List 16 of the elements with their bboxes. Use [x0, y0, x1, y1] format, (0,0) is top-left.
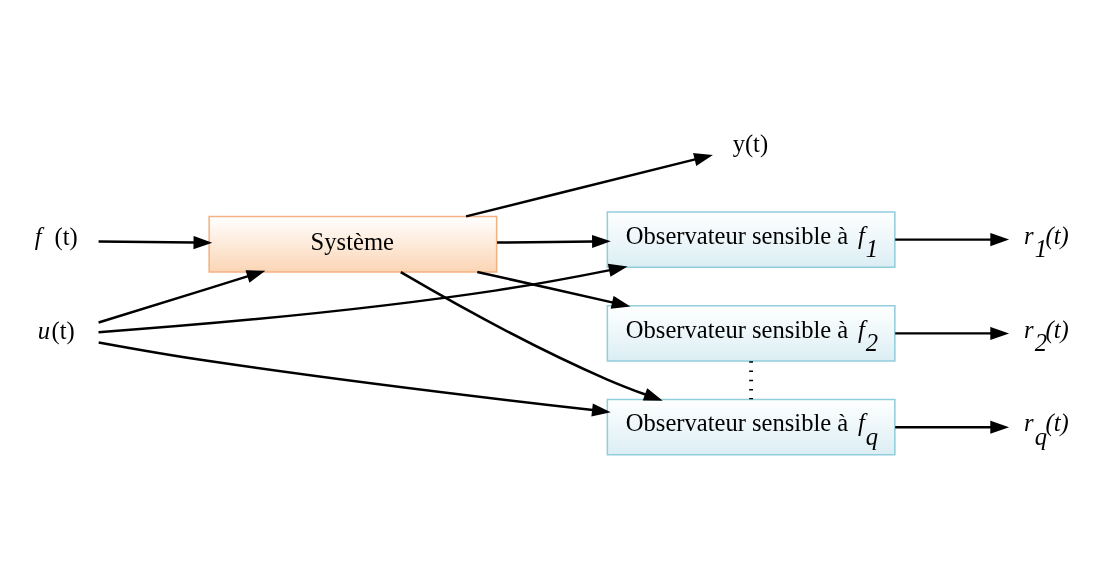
arrow	[895, 233, 1010, 247]
arrow	[98, 341, 611, 417]
arrow	[497, 234, 611, 249]
arrow	[465, 153, 713, 218]
arrow	[895, 420, 1010, 434]
node-text: f (t)	[34, 223, 78, 251]
arrow	[895, 326, 1010, 340]
arrow	[98, 263, 628, 334]
arrow	[477, 270, 631, 309]
connector	[749, 361, 753, 400]
node-box: Système	[208, 215, 498, 273]
arrow	[400, 271, 663, 401]
node-text: u(t)	[37, 317, 75, 345]
arrow	[98, 236, 213, 250]
arrow	[98, 270, 266, 324]
node-text: y(t)	[732, 129, 769, 157]
